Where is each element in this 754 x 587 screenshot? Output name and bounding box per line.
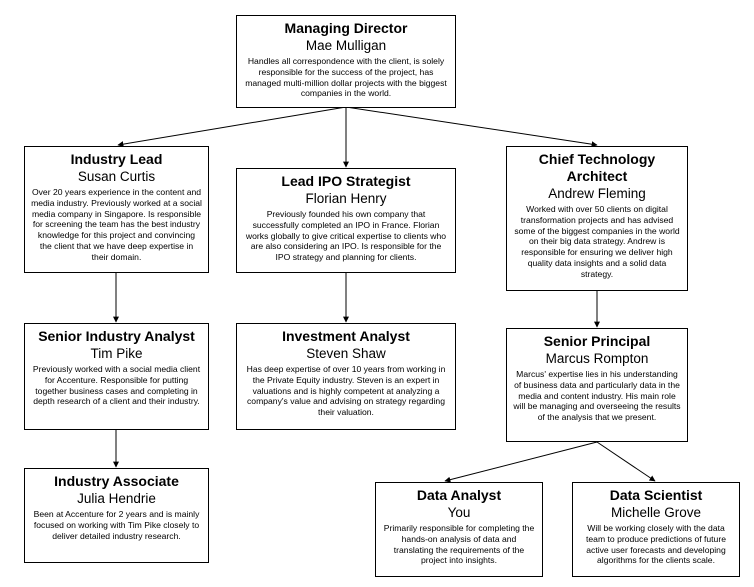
role-description: Primarily responsible for completing the…	[383, 523, 535, 566]
role-title: Industry Associate	[54, 473, 179, 489]
role-description: Worked with over 50 clients on digital t…	[514, 204, 680, 279]
node-senior-principal: Senior Principal Marcus Rompton Marcus' …	[506, 328, 688, 442]
role-description: Previously founded his own company that …	[245, 209, 447, 263]
role-description: Has deep expertise of over 10 years from…	[246, 364, 446, 418]
node-industry-associate: Industry Associate Julia Hendrie Been at…	[24, 468, 209, 563]
edge-md-lead	[117, 106, 347, 148]
edge-md-cto	[345, 106, 598, 148]
role-title: Senior Principal	[543, 333, 651, 349]
node-industry-lead: Industry Lead Susan Curtis Over 20 years…	[24, 146, 209, 273]
role-description: Previously worked with a social media cl…	[32, 364, 201, 407]
node-lead-ipo-strategist: Lead IPO Strategist Florian Henry Previo…	[236, 168, 456, 273]
node-data-scientist: Data Scientist Michelle Grove Will be wo…	[572, 482, 740, 577]
node-managing-director: Managing Director Mae Mulligan Handles a…	[236, 15, 456, 108]
node-data-analyst: Data Analyst You Primarily responsible f…	[375, 482, 543, 577]
person-name: Steven Shaw	[306, 346, 386, 361]
role-description: Been at Accenture for 2 years and is mai…	[33, 509, 200, 541]
person-name: Michelle Grove	[610, 505, 702, 520]
node-investment-analyst: Investment Analyst Steven Shaw Has deep …	[236, 323, 456, 430]
role-title: Lead IPO Strategist	[281, 173, 411, 189]
person-name: Tim Pike	[90, 346, 143, 361]
role-description: Will be working closely with the data te…	[586, 523, 726, 566]
edge-sp-ds	[596, 441, 656, 482]
person-name: You	[447, 505, 471, 520]
person-name: Julia Hendrie	[77, 491, 156, 506]
role-description: Marcus' expertise lies in his understand…	[513, 369, 681, 423]
person-name: Mae Mulligan	[305, 38, 387, 53]
role-title: Industry Lead	[70, 151, 163, 167]
role-title: Data Analyst	[416, 487, 502, 503]
role-title: Data Scientist	[609, 487, 703, 503]
role-description: Over 20 years experience in the content …	[31, 187, 202, 262]
role-title: Chief Technology Architect	[538, 151, 656, 184]
role-title: Senior Industry Analyst	[38, 328, 195, 344]
person-name: Andrew Fleming	[548, 186, 646, 201]
node-senior-industry-analyst: Senior Industry Analyst Tim Pike Previou…	[24, 323, 209, 430]
role-title: Managing Director	[284, 20, 408, 36]
role-title: Investment Analyst	[282, 328, 410, 344]
node-chief-technology-architect: Chief Technology Architect Andrew Flemin…	[506, 146, 688, 291]
role-description: Handles all correspondence with the clie…	[245, 56, 447, 99]
person-name: Susan Curtis	[77, 169, 156, 184]
person-name: Florian Henry	[305, 191, 387, 206]
edge-sp-da	[444, 441, 598, 483]
person-name: Marcus Rompton	[545, 351, 649, 366]
